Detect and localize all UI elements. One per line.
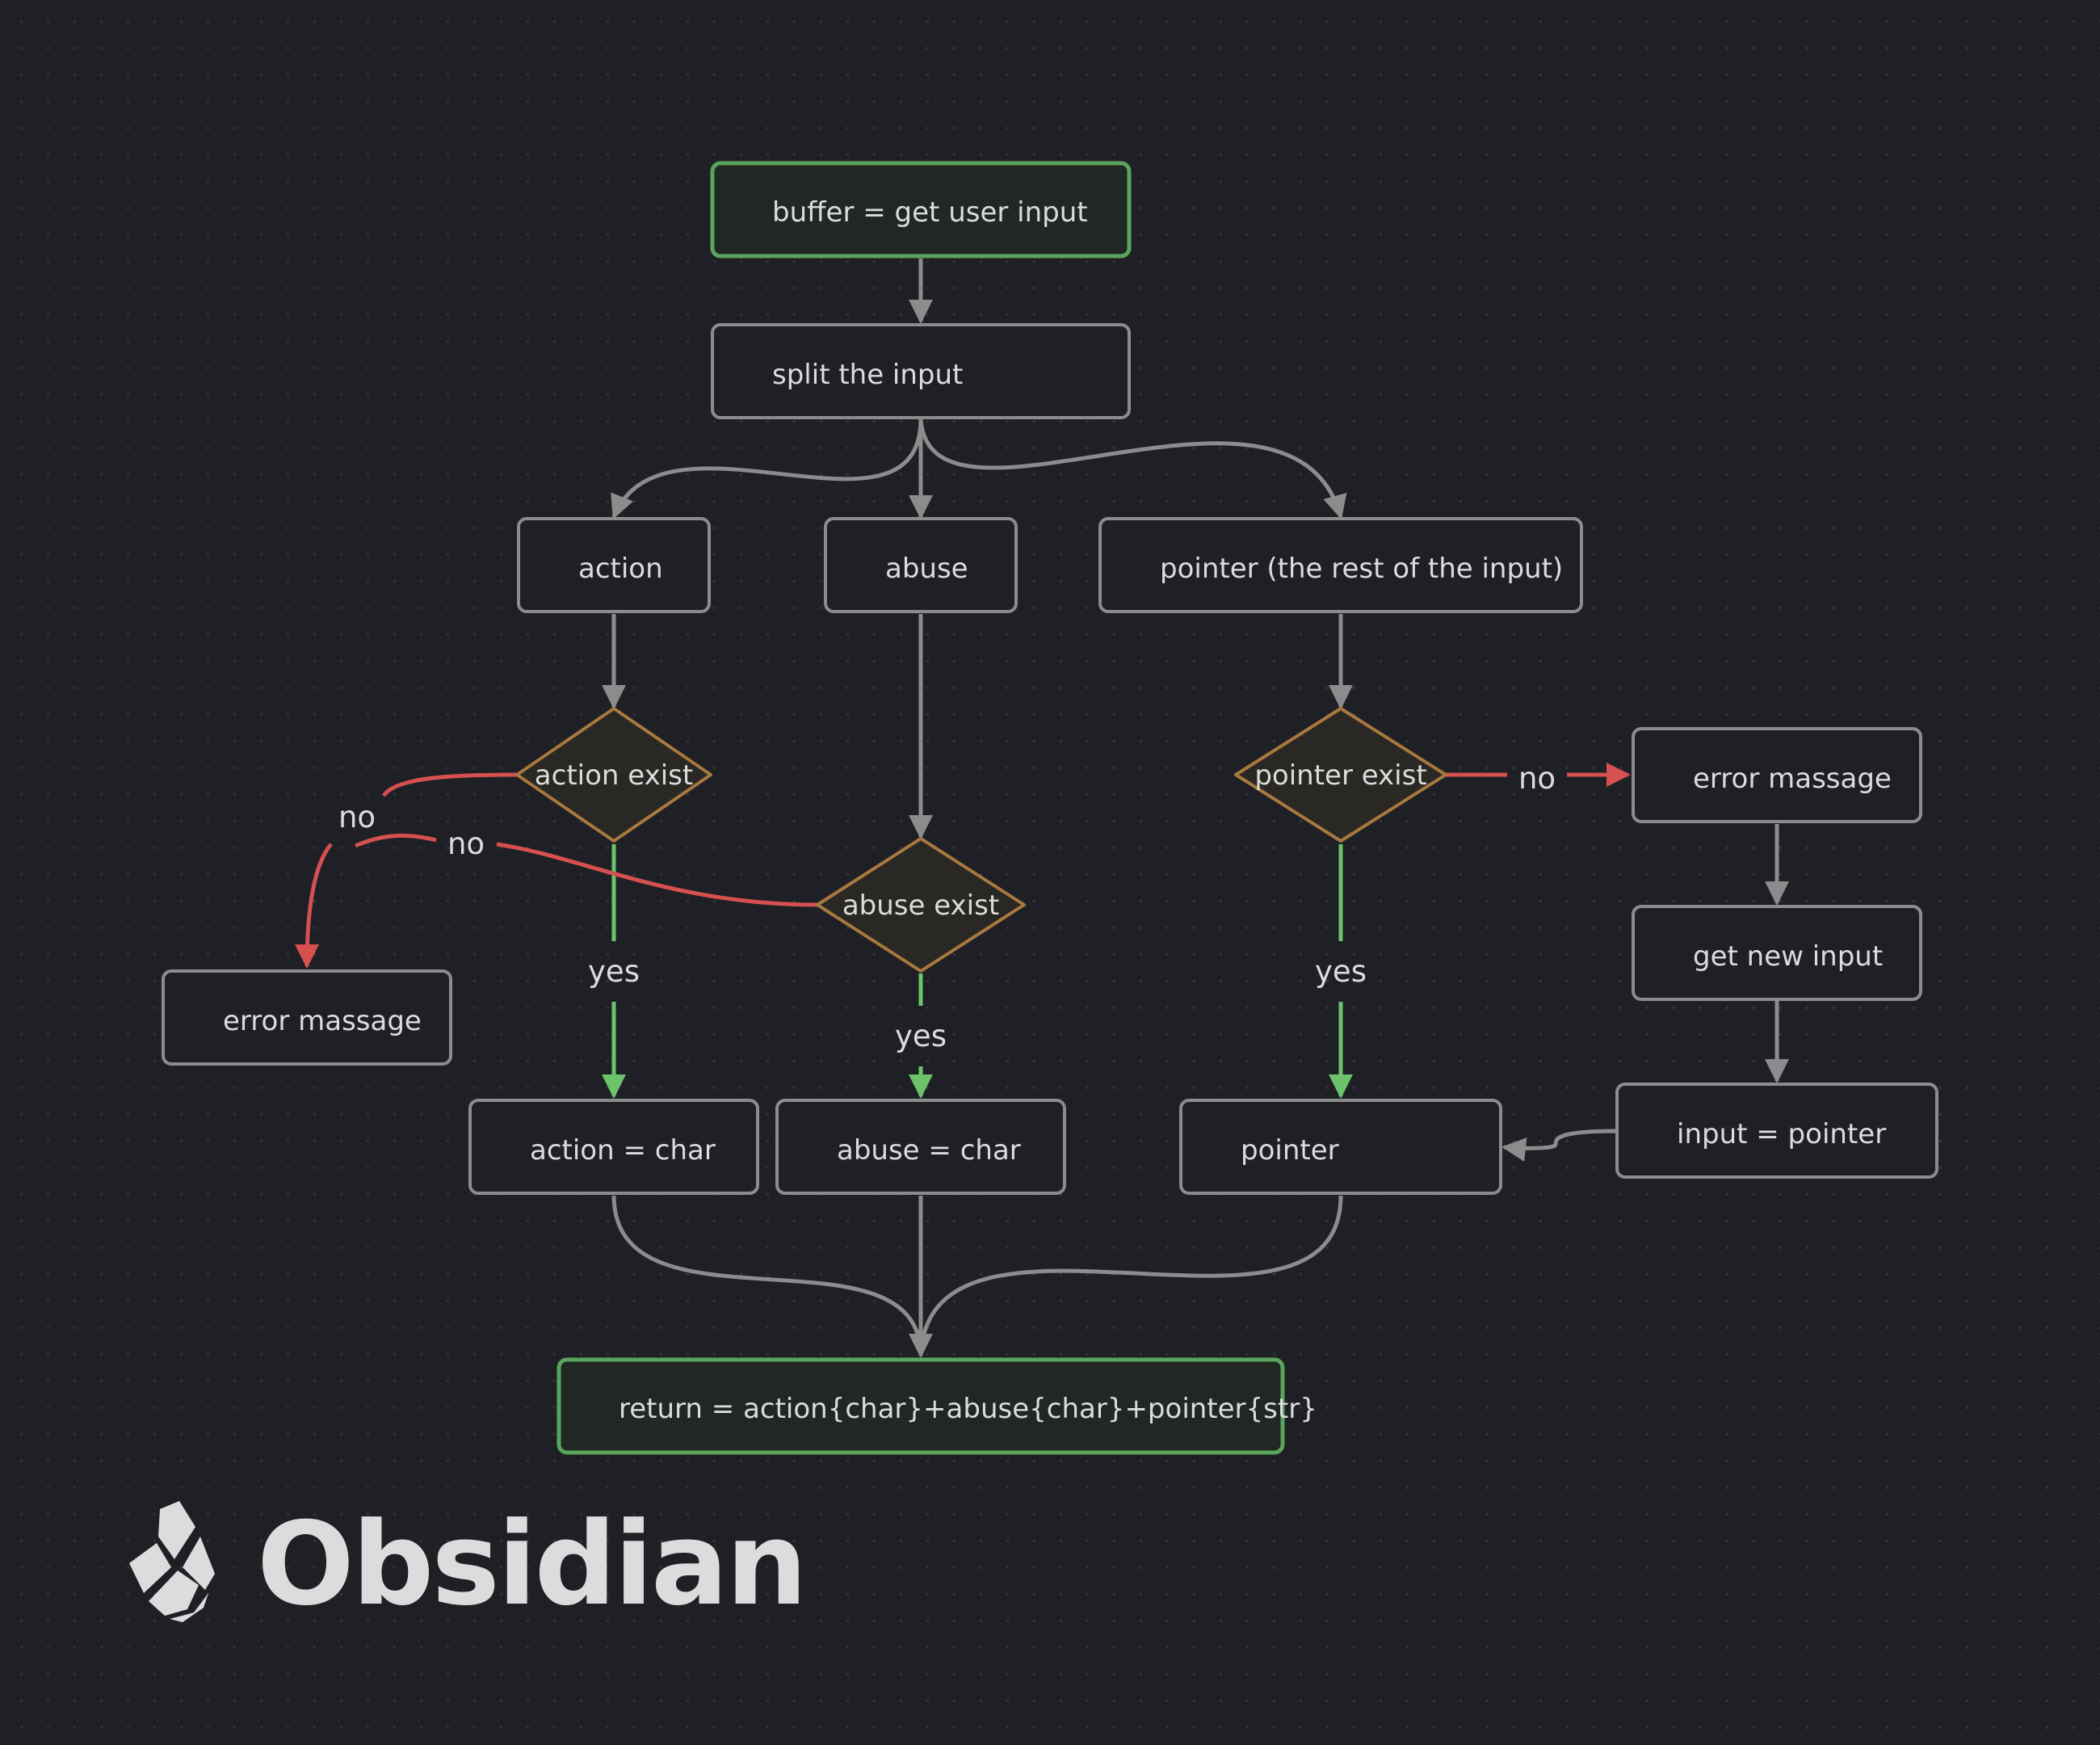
node-abuse-char[interactable]: abuse = char bbox=[775, 1099, 1066, 1195]
node-action[interactable]: action bbox=[517, 517, 711, 613]
label-pointer-no: no bbox=[1518, 761, 1556, 796]
decision-action-exist-label: action exist bbox=[535, 759, 693, 792]
node-return[interactable]: return = action{char}+abuse{char}+pointe… bbox=[556, 1357, 1317, 1455]
node-pointer-rest[interactable]: pointer (the rest of the input) bbox=[1098, 517, 1583, 613]
node-pointer-rest-label: pointer (the rest of the input) bbox=[1160, 553, 1563, 585]
edge-actionchar-return bbox=[611, 1195, 923, 1356]
edge-abuseexist-no-right bbox=[496, 842, 818, 907]
node-input-pointer-label: input = pointer bbox=[1677, 1118, 1886, 1150]
edge-abuseexist-no-left bbox=[355, 833, 437, 848]
decision-abuse-exist[interactable]: abuse exist bbox=[816, 837, 1026, 973]
node-get-new-input[interactable]: get new input bbox=[1632, 905, 1922, 1001]
edge-actionexist-no-top bbox=[381, 772, 518, 797]
decision-abuse-exist-label: abuse exist bbox=[842, 889, 999, 922]
node-abuse-label: abuse bbox=[885, 553, 968, 585]
node-buffer-label: buffer = get user input bbox=[772, 196, 1088, 229]
edge-split-pointer bbox=[918, 418, 1347, 519]
node-abuse[interactable]: abuse bbox=[824, 517, 1018, 613]
obsidian-crystal-icon bbox=[129, 1501, 215, 1622]
node-pointer-label: pointer bbox=[1241, 1134, 1339, 1167]
node-error-right[interactable]: error massage bbox=[1632, 727, 1922, 823]
decision-pointer-exist[interactable]: pointer exist bbox=[1234, 707, 1447, 843]
node-abuse-char-label: abuse = char bbox=[837, 1134, 1021, 1167]
node-input-pointer[interactable]: input = pointer bbox=[1615, 1083, 1938, 1179]
node-error-right-label: error massage bbox=[1693, 763, 1892, 795]
node-error-left-label: error massage bbox=[223, 1005, 422, 1037]
node-action-char[interactable]: action = char bbox=[468, 1099, 759, 1195]
node-buffer[interactable]: buffer = get user input bbox=[710, 161, 1132, 259]
node-action-label: action bbox=[578, 553, 663, 585]
edge-split-action bbox=[611, 418, 923, 519]
node-pointer[interactable]: pointer bbox=[1179, 1099, 1502, 1195]
node-error-left[interactable]: error massage bbox=[162, 969, 452, 1066]
label-action-no: no bbox=[338, 800, 376, 835]
label-action-yes: yes bbox=[588, 954, 640, 989]
obsidian-wordmark: Obsidian bbox=[257, 1498, 805, 1631]
node-get-new-input-label: get new input bbox=[1693, 940, 1883, 973]
label-abuse-yes: yes bbox=[895, 1019, 947, 1053]
edge-actionexist-no-bottom bbox=[295, 843, 333, 969]
label-abuse-no: no bbox=[447, 826, 485, 861]
node-split[interactable]: split the input bbox=[711, 323, 1131, 419]
label-pointer-yes: yes bbox=[1315, 954, 1367, 989]
node-return-label: return = action{char}+abuse{char}+pointe… bbox=[619, 1393, 1317, 1425]
edge-inputpointer-pointer bbox=[1502, 1129, 1618, 1162]
decision-action-exist[interactable]: action exist bbox=[515, 707, 712, 843]
decision-pointer-exist-label: pointer exist bbox=[1254, 759, 1426, 792]
node-action-char-label: action = char bbox=[530, 1134, 716, 1167]
node-split-label: split the input bbox=[772, 359, 963, 391]
edge-pointer-return bbox=[918, 1195, 1343, 1356]
